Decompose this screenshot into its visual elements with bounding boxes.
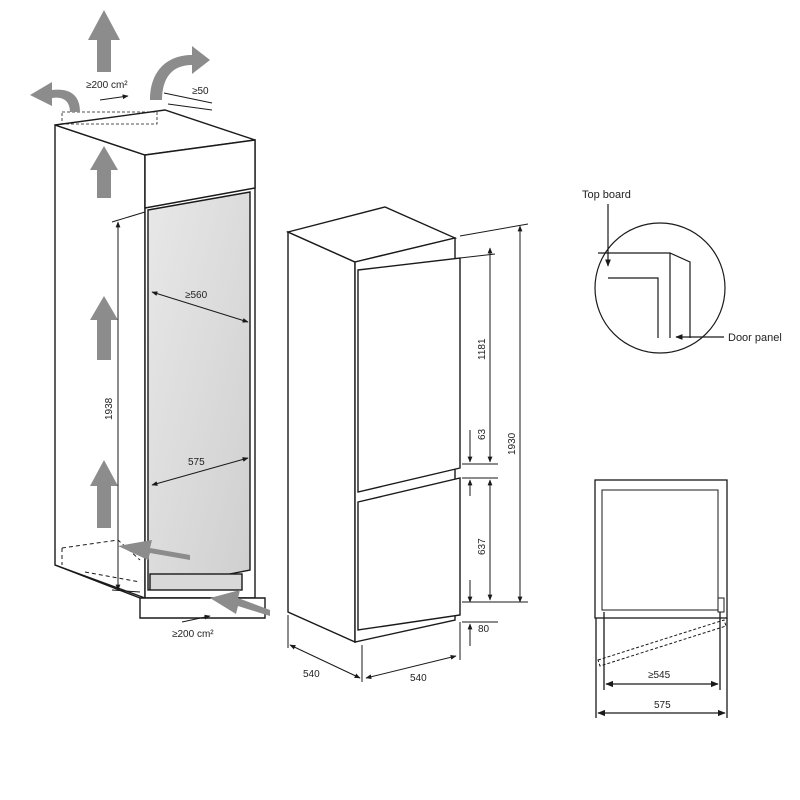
plan-min-width-label: ≥545 — [648, 670, 671, 681]
niche-height-label: 1938 — [104, 397, 115, 420]
airflow-curve-right-arrow — [150, 46, 210, 100]
upper-door — [357, 257, 461, 493]
airflow-up-arrow — [90, 296, 118, 360]
vent-top-gap-label: ≥50 — [192, 86, 209, 97]
airflow-curve-left-arrow — [30, 82, 80, 112]
vent-bottom-area-label: ≥200 cm² — [172, 629, 214, 640]
depth-label: 540 — [303, 669, 320, 680]
total-height-label: 1930 — [507, 432, 518, 455]
lower-door-label: 637 — [477, 538, 488, 555]
door-panel-label: Door panel — [728, 332, 782, 344]
airflow-inlet-arrow — [118, 540, 190, 560]
plan-view — [594, 479, 728, 718]
appliance-drawing — [285, 206, 461, 644]
airflow-up-arrow — [90, 146, 118, 198]
niche-width-label: 575 — [188, 457, 205, 468]
gap-label: 63 — [477, 428, 488, 440]
airflow-up-arrow — [88, 10, 120, 72]
airflow-arrows — [30, 10, 270, 616]
lower-door — [357, 477, 461, 631]
niche-depth-label: ≥560 — [185, 290, 208, 301]
plan-width-label: 575 — [654, 700, 671, 711]
width-label: 540 — [410, 673, 427, 684]
cabinet-drawing — [54, 109, 266, 619]
upper-door-label: 1181 — [477, 338, 488, 360]
airflow-up-arrow — [90, 460, 118, 528]
detail-circle — [594, 204, 726, 354]
vent-top-area-label: ≥200 cm² — [86, 80, 128, 91]
plinth-label: 80 — [478, 624, 490, 635]
top-board-label: Top board — [582, 189, 631, 201]
airflow-inlet-arrow — [210, 590, 270, 616]
